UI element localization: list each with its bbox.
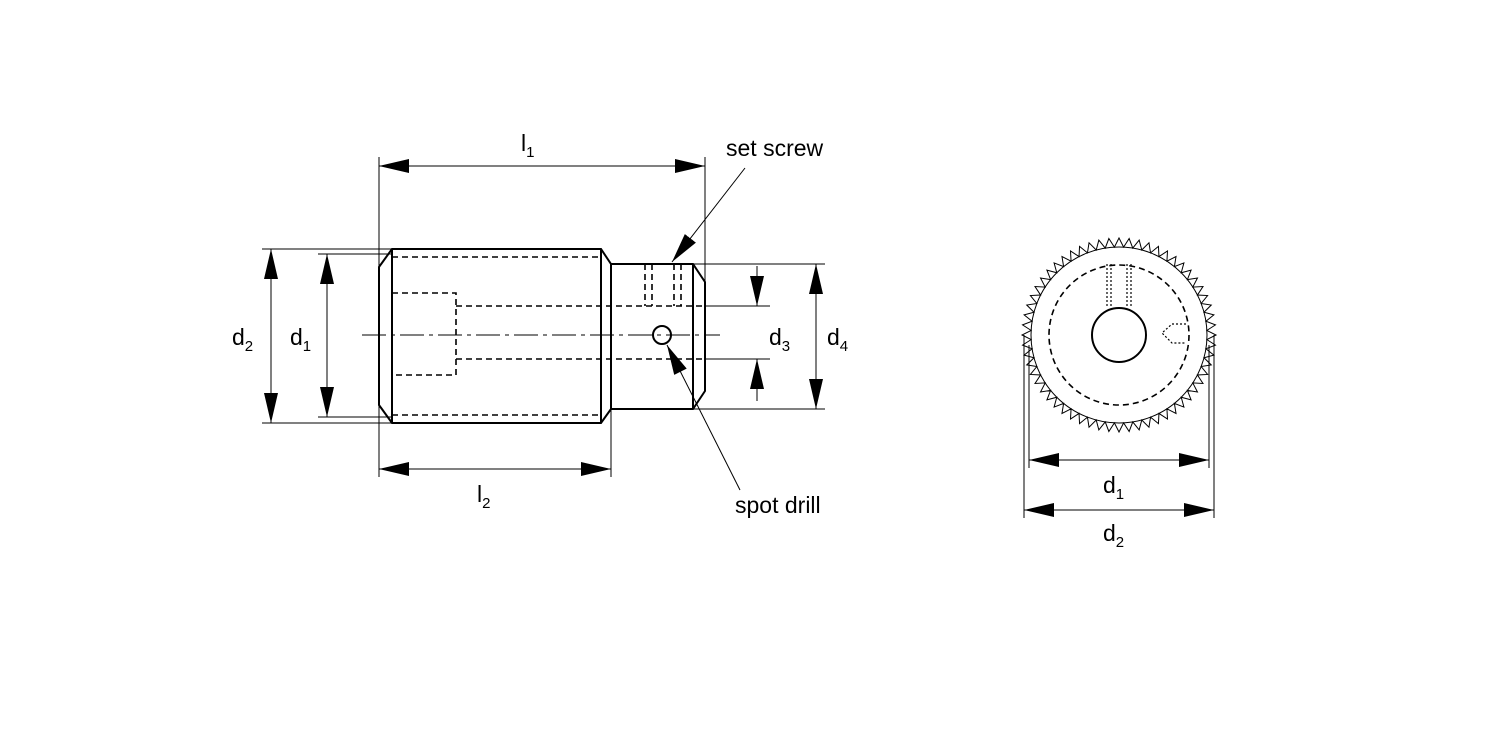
end-label-d1: d1 xyxy=(1103,472,1124,503)
label-d3: d3 xyxy=(769,324,790,355)
shank-outline xyxy=(611,263,706,410)
end-set-screw-hole xyxy=(1106,264,1132,308)
counterbore-hidden xyxy=(392,292,457,376)
extension-lines xyxy=(262,157,825,477)
label-d1: d1 xyxy=(290,324,311,355)
leader-spot-drill xyxy=(666,344,741,491)
end-extension-lines xyxy=(1023,335,1215,518)
label-l1: l1 xyxy=(521,130,534,161)
end-label-d2: d2 xyxy=(1103,520,1124,551)
end-view: d1 d2 xyxy=(1020,236,1218,551)
label-d2: d2 xyxy=(232,324,253,355)
label-d4: d4 xyxy=(827,324,848,355)
threaded-body-outline xyxy=(378,248,612,424)
leader-set-screw xyxy=(671,167,746,263)
pitch-circle-hidden xyxy=(1048,264,1190,406)
label-spot-drill: spot drill xyxy=(735,492,821,518)
set-screw-hole xyxy=(644,264,682,306)
center-bore xyxy=(1091,307,1147,363)
knurl-root-circle xyxy=(1030,246,1208,424)
label-l2: l2 xyxy=(477,481,490,512)
knurl-outline xyxy=(1020,236,1218,434)
label-set-screw: set screw xyxy=(726,135,824,161)
end-spot-drill-hidden xyxy=(1161,323,1186,344)
side-view: l1 l2 d2 d1 d3 d4 set screw spot drill xyxy=(232,130,848,518)
